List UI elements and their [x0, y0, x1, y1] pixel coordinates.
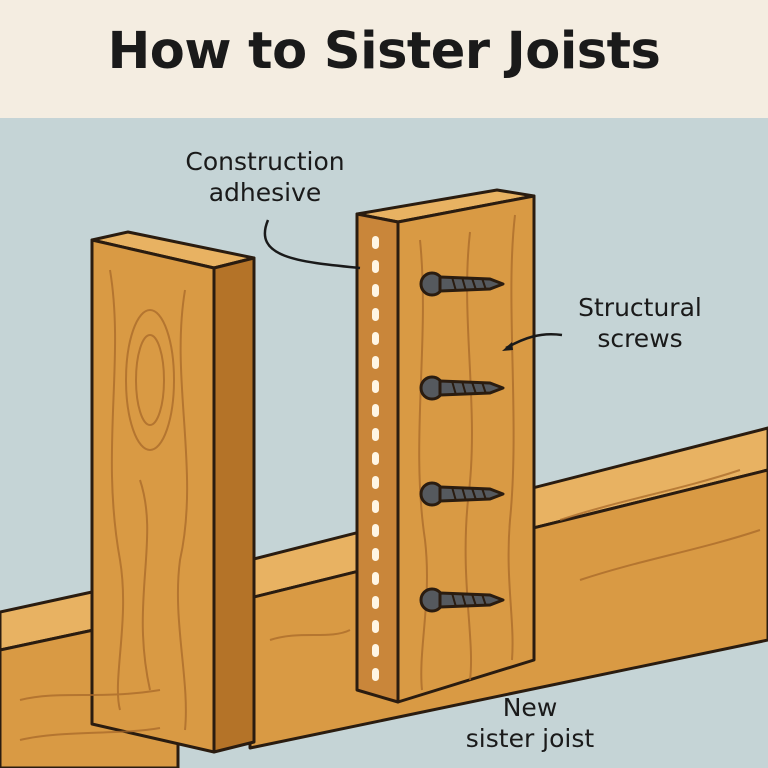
label-new-sister-joist: New sister joist: [430, 692, 630, 754]
label-adhesive-line2: adhesive: [145, 177, 385, 208]
label-structural-screws: Structural screws: [540, 292, 740, 354]
label-adhesive-line1: Construction: [145, 146, 385, 177]
label-screws-line2: screws: [540, 323, 740, 354]
existing-joist: [92, 232, 254, 752]
label-screws-line1: Structural: [540, 292, 740, 323]
adhesive-leader-line: [265, 220, 360, 268]
sister-joist: [357, 190, 534, 702]
label-construction-adhesive: Construction adhesive: [145, 146, 385, 208]
label-sister-line2: sister joist: [430, 723, 630, 754]
label-sister-line1: New: [430, 692, 630, 723]
